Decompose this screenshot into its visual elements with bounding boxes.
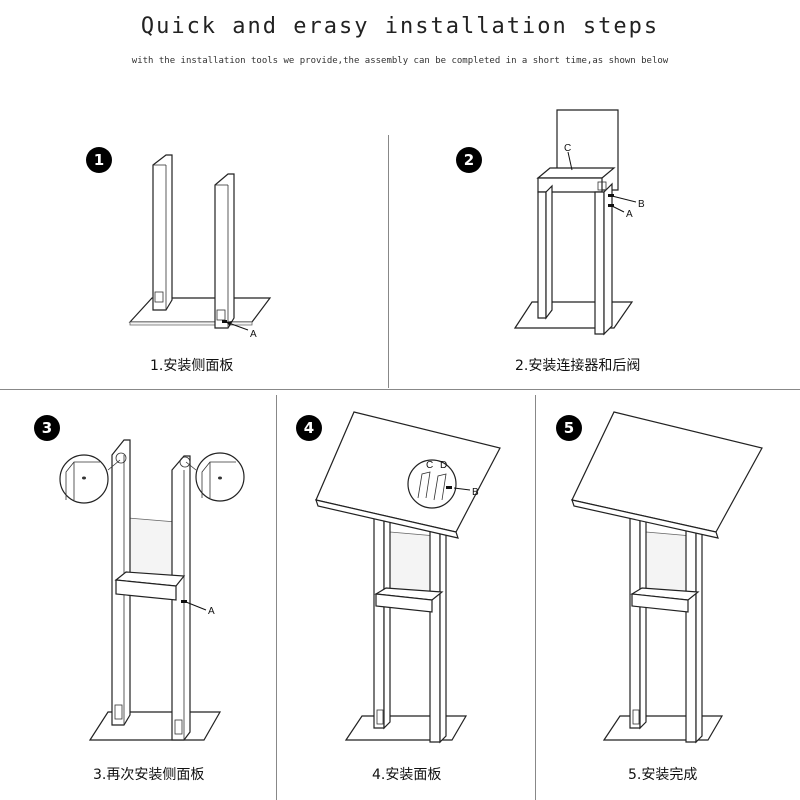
- step-2-label-a: A: [626, 209, 633, 220]
- step-1-right-panel: [214, 173, 235, 329]
- step-1-left-panel: [152, 154, 173, 311]
- step-3-caption: 3.再次安装侧面板: [93, 767, 205, 783]
- step-5-top-panel: [571, 411, 763, 533]
- step-3-label-a: A: [208, 606, 215, 617]
- step-2-caption: 2.安装连接器和后阀: [515, 358, 641, 374]
- step-4-label-d: D: [440, 460, 447, 471]
- divider-vertical-bottom-left: [276, 395, 277, 800]
- step-2-label-c: C: [564, 143, 571, 154]
- divider-horizontal: [0, 389, 800, 390]
- divider-vertical-bottom-right: [535, 395, 536, 800]
- step-2-label-b: B: [638, 199, 645, 210]
- step-5-back-panel: [645, 531, 693, 599]
- step-1-label-a: A: [250, 329, 257, 340]
- step-1-left-slot: [154, 291, 164, 303]
- step-5-right-leg: [685, 529, 697, 743]
- step-badge-5: 5: [556, 415, 582, 441]
- step-4-label-b: B: [472, 487, 479, 498]
- step-badge-3: 3: [34, 415, 60, 441]
- step-4-detail-circle: [407, 459, 457, 509]
- step-1-caption: 1.安装侧面板: [150, 358, 234, 374]
- step-5-left-leg: [629, 517, 641, 729]
- step-badge-4: 4: [296, 415, 322, 441]
- page-title: Quick and erasy installation steps: [140, 14, 660, 39]
- divider-vertical-top: [388, 135, 389, 388]
- step-3-right-panel: [171, 455, 191, 741]
- step-1-right-slot: [216, 309, 226, 321]
- step-5-base-plate: [602, 715, 724, 741]
- step-badge-2: 2: [456, 147, 482, 173]
- step-5-caption: 5.安装完成: [628, 767, 698, 783]
- step-4-label-c: C: [426, 460, 433, 471]
- step-4-caption: 4.安装面板: [372, 767, 442, 783]
- page-subtitle: with the installation tools we provide,t…: [131, 56, 669, 66]
- step-badge-1: 1: [86, 147, 112, 173]
